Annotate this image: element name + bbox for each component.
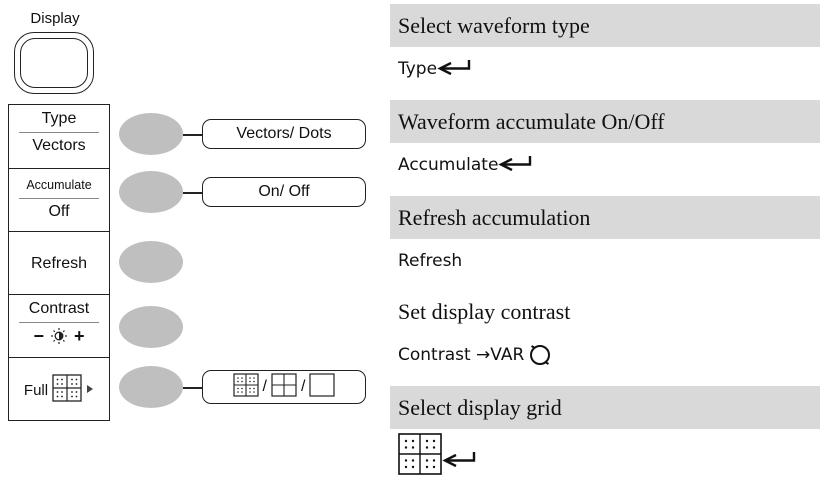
menu-item-grid-label: Full	[23, 381, 49, 399]
menu-item-accumulate-title: Accumulate	[26, 178, 92, 192]
menu-item-type: Type Vectors	[9, 105, 109, 169]
softkey-5[interactable]	[119, 366, 183, 408]
softkey-4[interactable]	[119, 306, 183, 348]
desc-grid-title-row: Select display grid	[390, 386, 820, 429]
grid-frame-icon	[309, 372, 336, 402]
desc-contrast-keys: Contrast →VAR	[398, 344, 525, 365]
type-options-box: Vectors/ Dots	[202, 119, 366, 149]
desc-type-keys-row: Type	[390, 47, 820, 90]
grid-full-icon	[398, 433, 442, 475]
enter-arrow-icon	[442, 449, 478, 473]
grid-full-icon	[232, 372, 259, 402]
desc-accumulate-keys-row: Accumulate	[390, 143, 820, 186]
desc-contrast-title-row: Set display contrast	[390, 290, 820, 333]
menu-item-refresh-label: Refresh	[30, 255, 88, 272]
contrast-plus: +	[74, 326, 85, 346]
menu-item-type-value: Vectors	[32, 137, 86, 154]
menu-separator	[19, 132, 99, 133]
grid-separator: /	[262, 378, 267, 395]
desc-accumulate-keys: Accumulate	[398, 154, 499, 175]
connector-line	[183, 134, 203, 136]
menu-separator	[19, 198, 99, 199]
display-key-label: Display	[30, 10, 80, 27]
grid-separator: /	[301, 378, 306, 395]
softkey-1[interactable]	[119, 113, 183, 155]
connector-line	[183, 387, 203, 389]
menu-item-accumulate-value: Off	[48, 203, 70, 220]
desc-refresh-title: Refresh accumulation	[398, 204, 591, 230]
grid-options-box: / /	[202, 370, 366, 404]
contrast-minus: −	[33, 326, 44, 346]
desc-accumulate-title-row: Waveform accumulate On/Off	[390, 100, 820, 143]
desc-contrast-title: Set display contrast	[398, 298, 571, 324]
desc-grid-title: Select display grid	[398, 394, 562, 420]
grid-cross-icon	[271, 372, 297, 402]
enter-arrow-icon	[437, 57, 473, 81]
contrast-adjust: − +	[9, 326, 109, 346]
desc-type-title: Select waveform type	[398, 12, 590, 38]
desc-contrast-keys-row: Contrast →VAR	[390, 333, 820, 376]
desc-type-keys: Type	[398, 58, 438, 79]
desc-accumulate-title: Waveform accumulate On/Off	[398, 108, 665, 134]
grid-full-icon	[52, 373, 82, 407]
menu-item-contrast-title: Contrast	[28, 300, 90, 317]
display-key-face	[20, 38, 88, 88]
display-key[interactable]	[14, 32, 94, 94]
var-knob-icon	[528, 343, 552, 367]
menu-item-accumulate: Accumulate Off	[9, 169, 109, 232]
connector-line	[183, 192, 203, 194]
softkey-3[interactable]	[119, 241, 183, 283]
menu-item-contrast: Contrast − +	[9, 295, 109, 358]
submenu-arrow-icon	[86, 381, 94, 399]
menu-item-type-title: Type	[41, 110, 77, 127]
brightness-icon	[49, 326, 74, 346]
menu-item-grid: Full	[9, 358, 109, 422]
display-menu: Type Vectors Accumulate Off Refresh Cont…	[8, 104, 110, 421]
menu-item-refresh: Refresh	[9, 232, 109, 295]
desc-type-title-row: Select waveform type	[390, 4, 820, 47]
desc-refresh-title-row: Refresh accumulation	[390, 196, 820, 239]
desc-grid-keys-row	[390, 429, 820, 479]
desc-refresh-keys: Refresh	[398, 250, 463, 271]
softkey-2[interactable]	[119, 171, 183, 213]
accumulate-options-box: On/ Off	[202, 177, 366, 207]
menu-separator	[19, 322, 99, 323]
desc-refresh-keys-row: Refresh	[390, 239, 820, 282]
enter-arrow-icon	[498, 153, 534, 177]
